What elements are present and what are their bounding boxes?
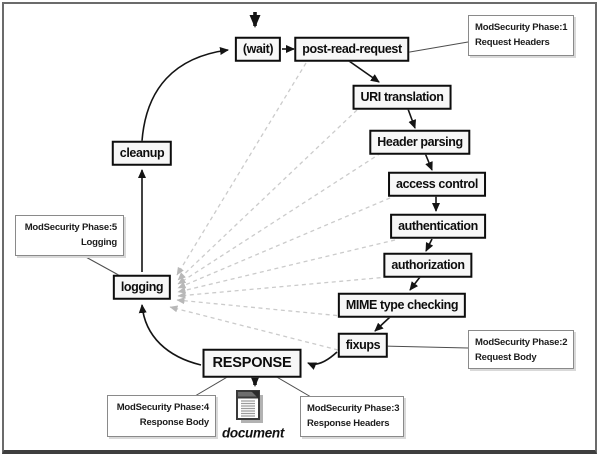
node-access-control: access control <box>388 171 486 197</box>
dashed-arrow-fixups-to-logging <box>169 305 339 351</box>
node-header-parsing: Header parsing <box>369 129 471 155</box>
phase1-title: ModSecurity Phase:1 <box>475 22 568 33</box>
line-phase5-to-logging <box>83 255 125 279</box>
node-authorization: authorization <box>383 252 473 278</box>
phase4-title: ModSecurity Phase:4 <box>116 402 209 413</box>
line-response-to-phase3 <box>274 375 312 398</box>
phase3-title: ModSecurity Phase:3 <box>307 403 400 414</box>
phase2-note: ModSecurity Phase:2 Request Body <box>468 330 574 369</box>
node-mime-type-checking: MIME type checking <box>337 292 467 318</box>
phase4-note: ModSecurity Phase:4 Response Body <box>107 395 216 437</box>
dashed-arrow-authentication-to-logging <box>177 239 396 294</box>
phase5-note: ModSecurity Phase:5 Logging <box>15 215 124 256</box>
dashed-arrow-header-parsing-to-logging <box>177 152 382 285</box>
phase3-subtitle: Response Headers <box>307 417 390 429</box>
line-fixups-to-phase2 <box>380 345 469 349</box>
phase2-subtitle: Request Body <box>475 351 537 363</box>
dashed-arrow-mime-type-checking-to-logging <box>176 297 353 318</box>
phase3-note: ModSecurity Phase:3 Response Headers <box>300 396 404 437</box>
arrow-header-parsing-to-access-control <box>424 152 433 171</box>
phase1-note: ModSecurity Phase:1 Request Headers <box>468 15 574 56</box>
node-logging: logging <box>112 274 172 300</box>
document-label: document <box>221 425 285 441</box>
phase5-subtitle: Logging <box>80 236 117 248</box>
phase4-subtitle: Response Body <box>139 416 209 428</box>
dashed-arrow-access-control-to-logging <box>177 194 398 289</box>
phase2-title: ModSecurity Phase:2 <box>475 337 568 348</box>
arrow-authorization-to-mime-type-checking <box>409 276 421 291</box>
dashed-arrow-post-read-request-to-logging <box>176 62 307 276</box>
node-fixups: fixups <box>337 332 389 358</box>
node-authentication: authentication <box>390 213 486 239</box>
dashed-arrow-uri-translation-to-logging <box>177 109 358 281</box>
arrow-mime-type-checking-to-fixups <box>374 316 391 332</box>
dashed-arrow-authorization-to-logging <box>177 276 389 299</box>
node-cleanup: cleanup <box>111 140 173 166</box>
line-post-read-request-to-phase1 <box>403 41 469 54</box>
arrow-cleanup-to-wait <box>141 47 229 142</box>
line-response-to-phase4 <box>194 375 230 397</box>
node-uri-translation: URI translation <box>352 84 452 110</box>
arrow-uri-translation-to-header-parsing <box>407 108 416 129</box>
phase5-title: ModSecurity Phase:5 <box>24 222 117 233</box>
arrow-response-to-logging <box>138 304 202 366</box>
arrow-authentication-to-authorization <box>425 238 434 252</box>
node-wait: (wait) <box>234 36 282 62</box>
arrow-fixups-to-response <box>307 351 338 370</box>
node-response: RESPONSE <box>202 348 302 378</box>
phase1-subtitle: Request Headers <box>475 36 550 48</box>
document-icon <box>236 390 263 423</box>
node-post-read-request: post-read-request <box>294 36 410 62</box>
arrow-post-read-request-to-uri-translation <box>348 60 380 83</box>
